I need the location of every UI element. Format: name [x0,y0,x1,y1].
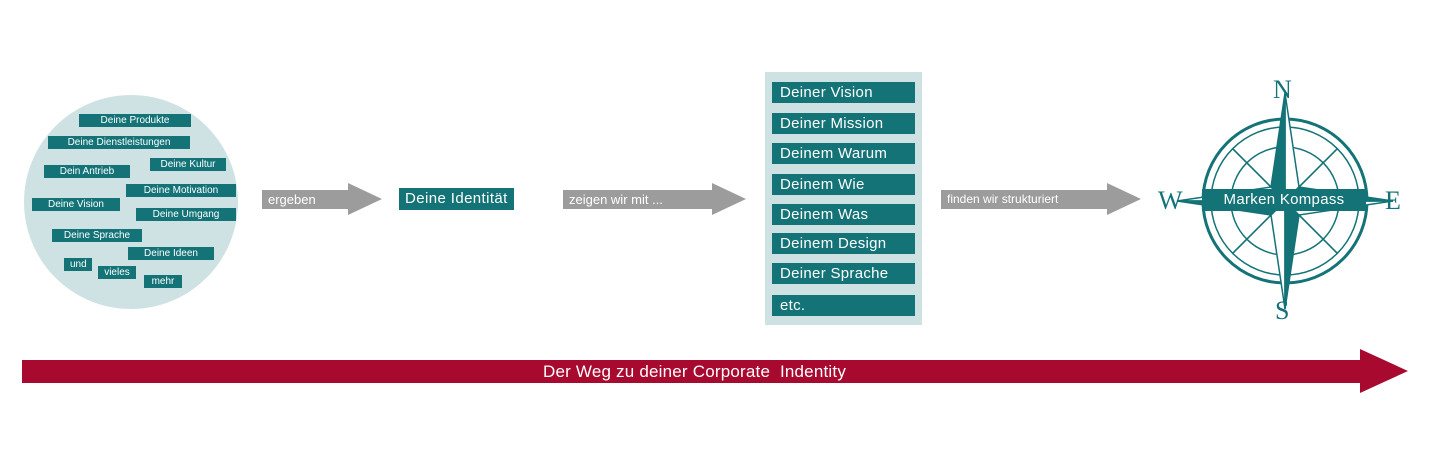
panel-item-design: Deinem Design [772,233,915,254]
compass-label: Marken Kompass [1202,189,1366,211]
panel-item-wie: Deinem Wie [772,174,915,195]
tag-dienstleistungen: Deine Dienstleistungen [48,136,190,149]
arrow-finden-label: finden wir strukturiert [941,190,1113,209]
compass-south: S [1275,296,1290,325]
panel-item-mission: Deiner Mission [772,113,915,134]
tag-sprache: Deine Sprache [52,229,142,242]
timeline-arrowhead-icon [1360,349,1408,393]
tag-umgang: Deine Umgang [136,208,236,221]
timeline-arrow: Der Weg zu deiner Corporate Indentity [22,349,1408,393]
arrowhead-icon [348,183,382,215]
arrow-finden: finden wir strukturiert [941,183,1141,215]
tag-und: und [64,258,92,271]
arrowhead-icon [1107,183,1141,215]
arrowhead-icon [712,183,746,215]
tag-antrieb: Dein Antrieb [44,165,130,178]
tag-produkte: Deine Produkte [79,114,191,127]
tag-vision: Deine Vision [32,198,120,211]
arrow-zeigen-label: zeigen wir mit ... [563,190,718,209]
compass-east: E [1385,186,1401,215]
arrow-ergeben-label: ergeben [262,190,354,209]
panel-item-vision: Deiner Vision [772,82,915,103]
timeline-bar [22,360,1367,383]
panel-item-warum: Deinem Warum [772,143,915,164]
tag-vieles: vieles [98,266,136,279]
arrow-zeigen: zeigen wir mit ... [563,183,746,215]
panel-item-etc: etc. [772,295,915,316]
topics-circle: Deine Produkte Deine Dienstleistungen De… [24,95,238,309]
compass-west: W [1158,186,1183,215]
arrow-ergeben: ergeben [262,183,382,215]
panel-item-was: Deinem Was [772,204,915,225]
aspects-panel: Deiner Vision Deiner Mission Deinem Waru… [765,72,922,325]
timeline-label: Der Weg zu deiner Corporate Indentity [542,362,847,381]
tag-motivation: Deine Motivation [126,184,236,197]
identity-label: Deine Identität [399,188,514,210]
tag-ideen: Deine Ideen [128,247,214,260]
tag-mehr: mehr [144,275,182,288]
compass-north: N [1273,75,1292,104]
panel-item-sprache: Deiner Sprache [772,263,915,284]
tag-kultur: Deine Kultur [150,158,226,171]
